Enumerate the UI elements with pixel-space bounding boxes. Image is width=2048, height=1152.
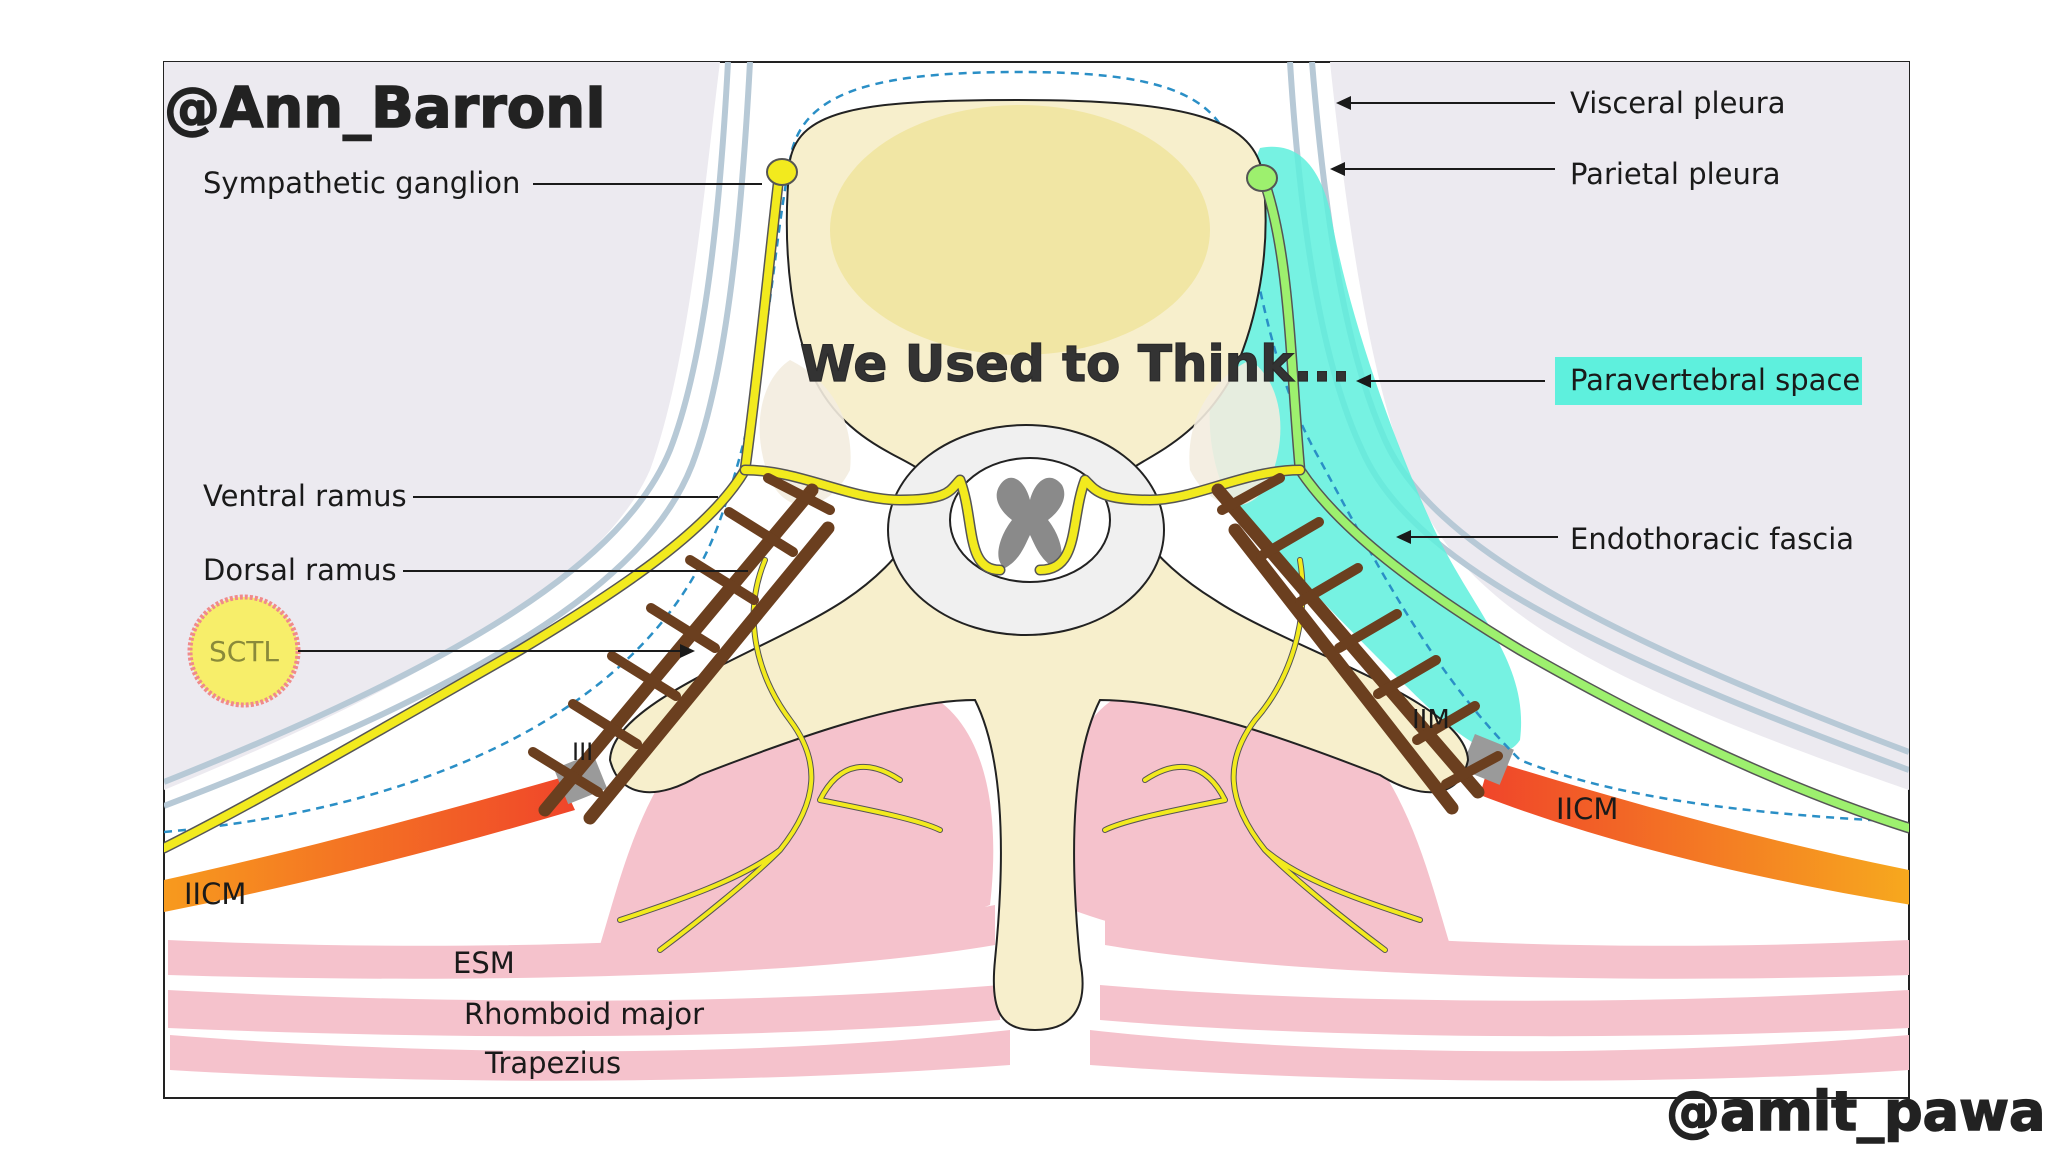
right-transverse-process xyxy=(1189,360,1281,506)
sctl-label: SCTL xyxy=(209,635,279,668)
vertebral-body-centre xyxy=(830,105,1210,355)
label-parietal-pleura: Parietal pleura xyxy=(1570,157,1781,191)
endothoracic-fascia-line xyxy=(164,70,1909,834)
trapezius-left xyxy=(170,1030,1010,1081)
label-iii: III xyxy=(572,738,593,766)
pointer-parietal-pleura-arrowhead xyxy=(1330,162,1345,176)
rhomboid-right xyxy=(1100,985,1909,1037)
esm-right xyxy=(1105,905,1909,979)
rhomboid-left xyxy=(168,985,1000,1037)
label-iim: IIM xyxy=(1412,705,1450,735)
right-lung-area xyxy=(1330,62,1909,790)
paravertebral-label-highlight xyxy=(1555,357,1862,405)
trapezius-right xyxy=(1090,1030,1909,1081)
label-iicm-right: IICM xyxy=(1556,792,1618,826)
spinal-cord-grey-matter xyxy=(996,477,1065,568)
label-rhomboid-major: Rhomboid major xyxy=(464,997,704,1031)
iicm-left-band xyxy=(164,778,575,912)
left-nerve-group xyxy=(164,158,1006,953)
author-watermark-bottom: @amit_pawa xyxy=(1666,1080,2045,1143)
author-watermark-top: @Ann_BarronI xyxy=(164,76,606,141)
left-pleura-outer xyxy=(164,62,731,785)
label-trapezius: Trapezius xyxy=(484,1046,621,1080)
iicm-right-band xyxy=(1480,760,1909,905)
label-visceral-pleura: Visceral pleura xyxy=(1570,86,1786,120)
left-lung-area xyxy=(164,62,720,790)
label-ventral-ramus: Ventral ramus xyxy=(203,479,407,513)
headline: We Used to Think... xyxy=(800,335,1351,393)
label-dorsal-ramus: Dorsal ramus xyxy=(203,553,397,587)
label-iicm-left: IICM xyxy=(184,877,246,911)
pointer-paravertebral-arrowhead xyxy=(1356,374,1371,388)
label-endothoracic-fascia: Endothoracic fascia xyxy=(1570,522,1854,556)
left-pleura-inner xyxy=(164,62,753,809)
pointer-sctl-arrowhead xyxy=(680,644,695,658)
label-sympathetic-ganglion: Sympathetic ganglion xyxy=(203,166,520,200)
label-esm: ESM xyxy=(453,946,515,980)
label-paravertebral-space: Paravertebral space xyxy=(1570,363,1860,397)
right-ligament-ladder xyxy=(1211,473,1503,815)
esm-left xyxy=(168,905,995,979)
right-nerve-group xyxy=(1034,164,1909,953)
pointer-endothoracic-arrowhead xyxy=(1396,530,1411,544)
pointer-visceral-pleura-arrowhead xyxy=(1336,96,1351,110)
